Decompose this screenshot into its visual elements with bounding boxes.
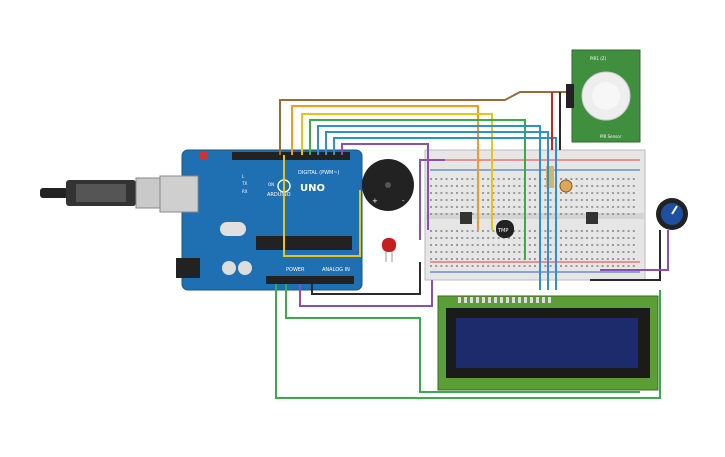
lcd-pins [458,297,551,303]
potentiometer[interactable] [656,198,688,230]
wire [600,230,669,271]
pir-side-label: PIR Sensor [600,134,622,139]
pushbutton-1[interactable] [460,212,472,224]
wire [419,159,445,240]
on-label: ON [268,182,274,187]
wire [301,113,493,230]
wire [309,119,526,260]
wire [333,137,557,290]
analog-label: ANALOG IN [322,267,350,273]
l-label: L [242,174,245,179]
wire [279,91,566,155]
wire [283,155,361,257]
piezo-plus: + [372,197,378,205]
wire [325,131,549,290]
wire [590,230,661,281]
wire [299,280,433,307]
arduino-brand: ARDUINO [267,192,291,198]
piezo-buzzer[interactable]: + - [362,159,414,211]
temperature-sensor[interactable]: TMP [496,220,514,238]
breadboard [424,149,646,281]
resistor [546,166,554,188]
uno-label: UNO [300,183,325,194]
power-analog-header [266,276,354,284]
pir-sensor[interactable]: PIR1 (Z) PIR Sensor [566,49,641,143]
red-led[interactable] [382,238,396,262]
reset-button[interactable] [200,152,208,160]
arduino-board[interactable]: UNO ARDUINO DIGITAL (PWM~) POWER ANALOG … [159,149,363,291]
lcd-display [437,295,659,391]
lcd-screen [456,318,638,368]
piezo-minus: - [402,197,405,205]
photoresistor[interactable] [559,179,573,193]
wire [275,284,661,399]
pir-label: PIR1 (Z) [590,56,606,61]
power-label: POWER [286,267,305,273]
rx-label: RX [242,189,248,194]
wires [275,91,669,399]
wire [317,125,541,290]
atmega-chip [256,236,352,250]
pushbutton-2[interactable] [586,212,598,224]
wire [291,105,479,230]
wire [285,284,640,393]
tmp-label: TMP [497,228,508,234]
wire [311,262,421,295]
digital-label: DIGITAL (PWM~) [298,170,340,176]
usb-cable [40,177,169,209]
digital-header [232,152,350,160]
wire [341,143,429,230]
tx-label: TX [241,181,247,186]
